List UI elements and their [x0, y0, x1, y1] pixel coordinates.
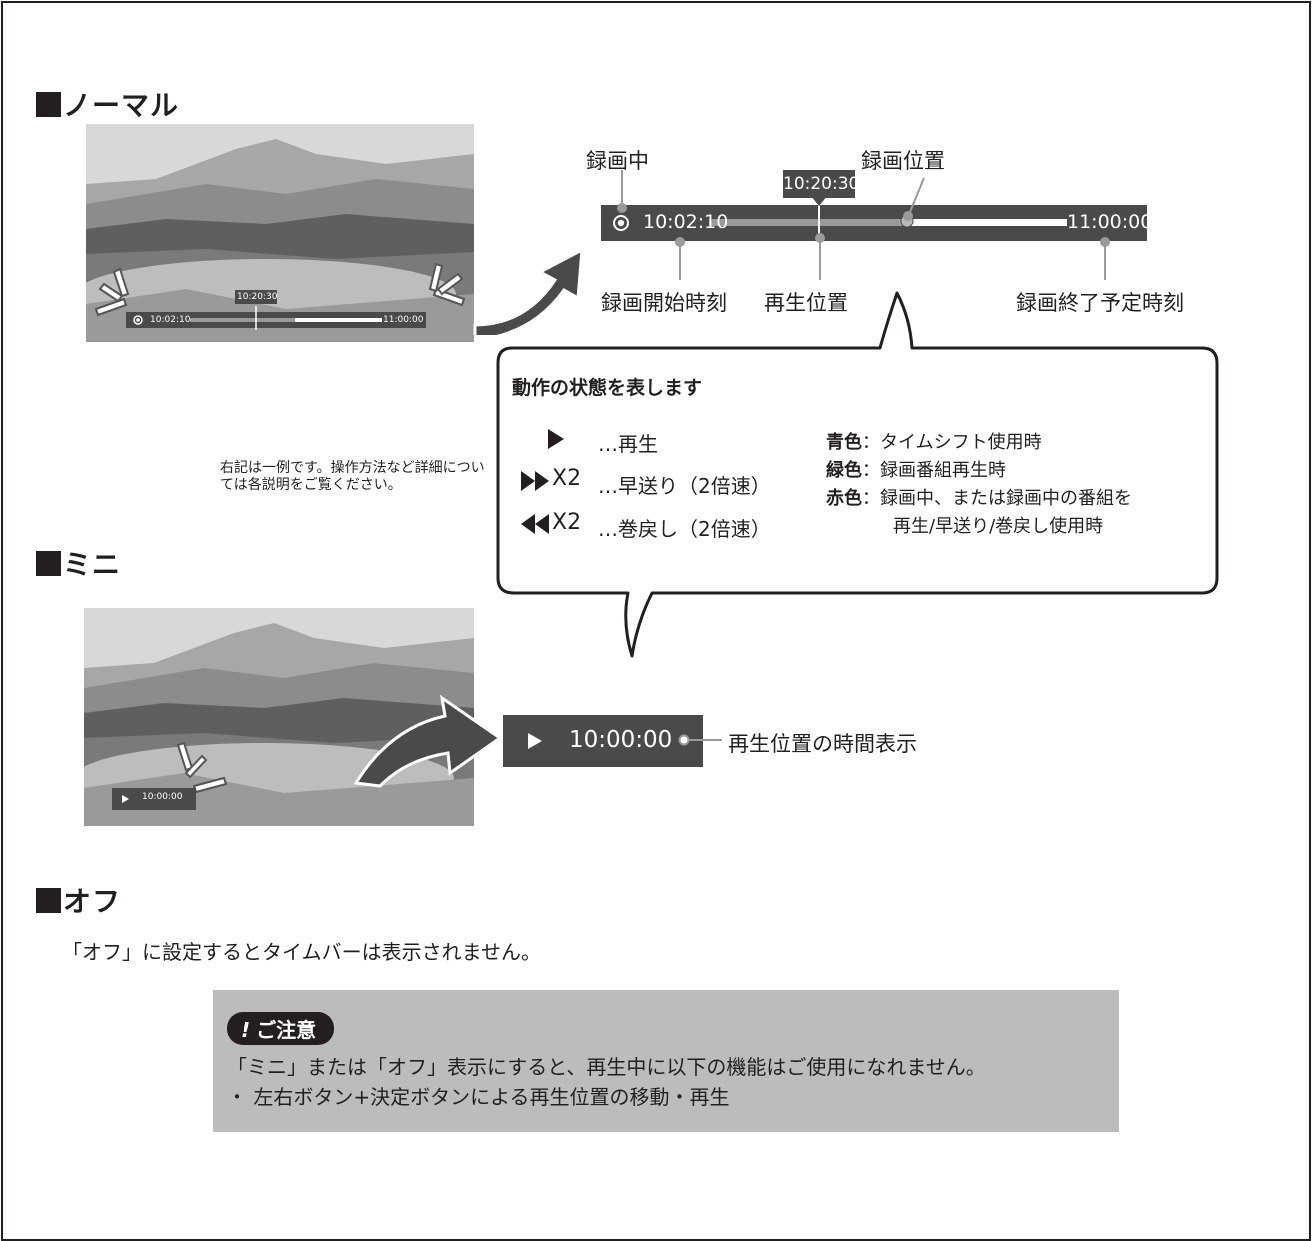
legend-red: 赤色：録画中、または録画中の番組を	[826, 488, 1132, 509]
bubble-title: 動作の状態を表します	[512, 377, 703, 399]
square-bullet-icon	[36, 551, 61, 576]
label-recording: 録画中	[586, 149, 649, 173]
legend-green: 緑色：録画番組再生時	[826, 460, 1006, 481]
speech-bubble	[496, 291, 1219, 658]
caution-box: !ご注意 「ミニ」または「オフ」表示にすると、再生中に以下の機能はご使用になれま…	[213, 990, 1119, 1132]
square-bullet-icon	[36, 92, 61, 117]
arrow-right-icon	[353, 694, 503, 788]
thumb-current-time: 10:20:30	[237, 292, 278, 302]
section-title-normal: ノーマル	[36, 84, 179, 124]
square-bullet-icon	[36, 888, 61, 913]
mode-rew-desc: …巻戻し（2倍速）	[598, 517, 771, 541]
play-icon	[548, 429, 564, 449]
play-icon	[528, 733, 542, 749]
mini-label: 再生位置の時間表示	[728, 732, 917, 756]
arrow-right-icon	[473, 247, 584, 335]
thumb-end-time: 11:00:00	[383, 315, 424, 325]
timebar-start-time: 10:02:10	[643, 211, 729, 233]
mode-ff-desc: …早送り（2倍速）	[598, 474, 771, 498]
label-rec-position: 録画位置	[861, 149, 945, 173]
caution-badge: !ご注意	[227, 1012, 335, 1045]
rewind-icon	[521, 514, 549, 534]
side-note: 右記は一例です。操作方法など詳細については各説明をご覧ください。	[220, 460, 485, 493]
mode-play-desc: …再生	[598, 432, 658, 456]
timebar-end-time: 11:00:00	[1067, 211, 1153, 233]
leader-lines	[617, 170, 1110, 280]
pointer-icon	[811, 196, 827, 206]
label-start-time: 録画開始時刻	[601, 291, 727, 315]
section-title-mini: ミニ	[36, 543, 121, 583]
mode-rew-speed: X2	[552, 510, 582, 535]
legend-blue: 青色：タイムシフト使用時	[826, 432, 1042, 453]
normal-timebar: 10:02:10 11:00:00	[601, 205, 1152, 241]
label-play-position: 再生位置	[764, 291, 848, 315]
caution-line1: 「ミニ」または「オフ」表示にすると、再生中に以下の機能はご使用になれません。	[227, 1055, 986, 1079]
legend-red-line2: 再生/早送り/巻戻し使用時	[893, 516, 1104, 537]
mini-timebar: 10:00:00	[503, 715, 703, 767]
caution-line2: ・ 左右ボタン+決定ボタンによる再生位置の移動・再生	[227, 1085, 730, 1109]
thumb-start-time: 10:02:10	[150, 315, 191, 325]
timebar-current-time: 10:20:30	[783, 170, 859, 198]
mini-bar-time: 10:00:00	[569, 727, 673, 753]
normal-thumbnail: 10:02:10 11:00:00 10:20:30	[76, 124, 474, 342]
label-end-time: 録画終了予定時刻	[1016, 291, 1184, 315]
leader-line	[678, 734, 722, 746]
off-text: 「オフ」に設定するとタイムバーは表示されません。	[62, 940, 541, 964]
exclamation-icon: !	[241, 1018, 251, 1042]
mini-thumb-time: 10:00:00	[142, 792, 183, 802]
fast-forward-icon	[521, 471, 549, 491]
section-title-off: オフ	[36, 880, 121, 920]
mode-ff-speed: X2	[552, 466, 582, 491]
